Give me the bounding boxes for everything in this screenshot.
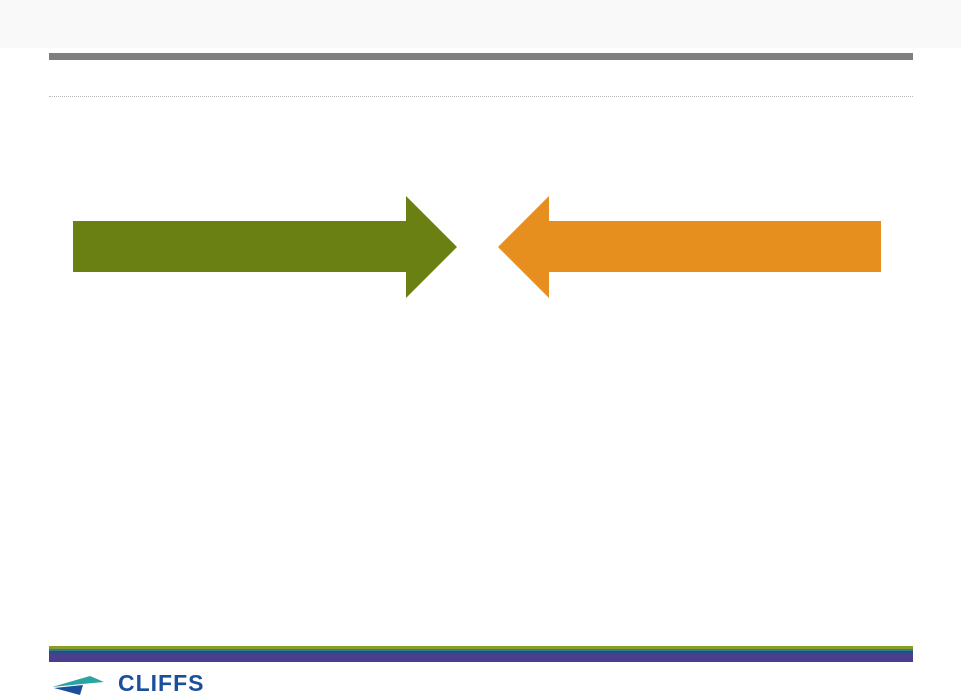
green-arrow-shape (73, 196, 457, 298)
orange-arrow-shape (498, 196, 881, 298)
logo-mark-top (52, 676, 104, 687)
footer-bar-blue (49, 651, 913, 653)
logo-mark-bottom (54, 685, 83, 695)
mountain-chevron-icon (52, 676, 104, 695)
orange-arrow-left-icon (498, 196, 881, 298)
green-arrow-right-icon (73, 196, 457, 298)
subtitle-rule (49, 96, 913, 97)
footer-bars (49, 646, 913, 662)
header-band (0, 0, 961, 48)
logo-text: CLIFFS (118, 670, 205, 696)
footer-bar-teal (49, 649, 913, 651)
footer-bar-green (49, 646, 913, 649)
footer-bar-purple (49, 653, 913, 662)
cliffs-logo: CLIFFS (52, 670, 205, 696)
title-rule (49, 53, 913, 60)
